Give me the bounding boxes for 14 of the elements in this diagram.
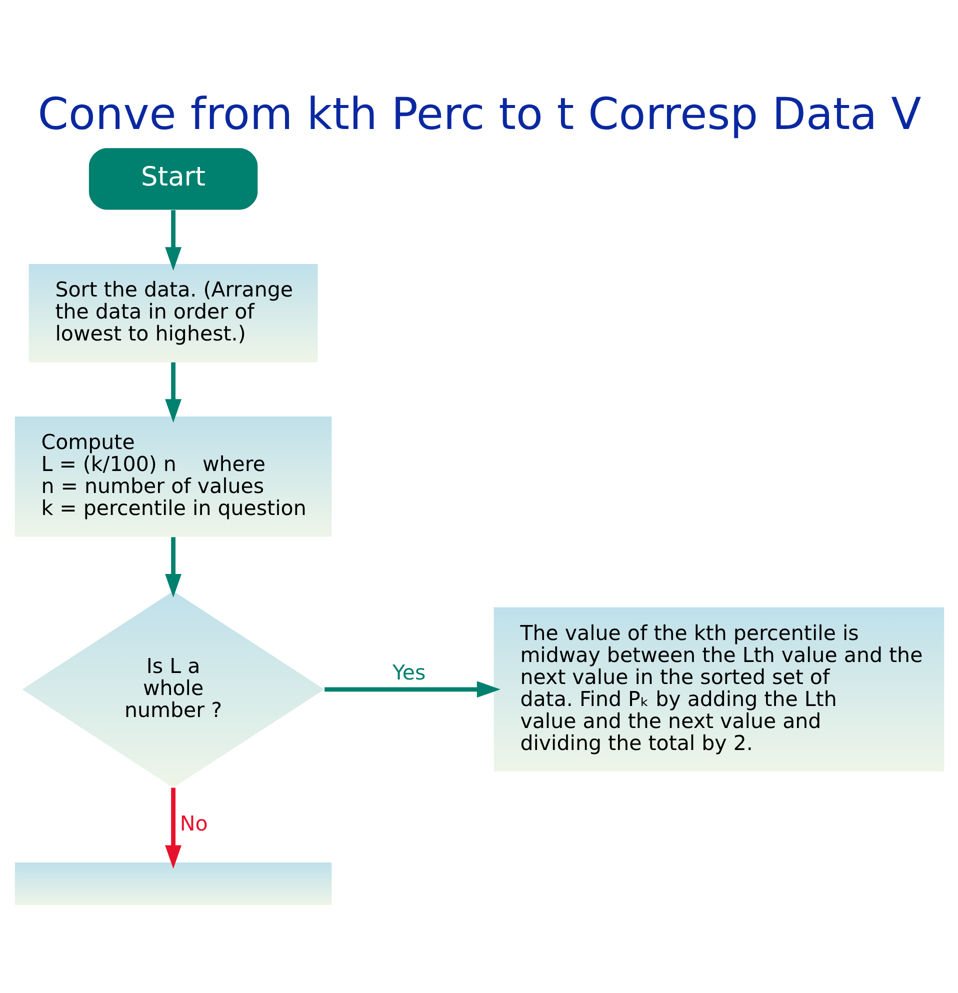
arrow — [164, 210, 182, 271]
edge-label: No — [179, 812, 208, 836]
node-box: Start — [88, 148, 258, 210]
edge-label: Yes — [392, 660, 426, 684]
arrow — [164, 537, 182, 598]
arrow — [164, 788, 182, 869]
node-box: Sort the data. (Arrange the data in order of lowest to highest.) — [28, 264, 318, 362]
node-box — [14, 862, 332, 906]
node-box: The value of the kth percentile is midway between the Lth value and the next value in the sorted set of data. Find Pₖ by adding the Lth value and the next value and dividing the total by 2. — [493, 607, 944, 772]
node-box: Compute L = (k/100) n where n = number of values k = percentile in question — [14, 416, 332, 537]
arrow — [164, 362, 182, 423]
arrow — [324, 681, 500, 698]
diagram-title: Conve from kth Perc to t Corresp Data V — [37, 89, 921, 140]
node-diamond: Is L a whole number ? — [22, 591, 324, 788]
